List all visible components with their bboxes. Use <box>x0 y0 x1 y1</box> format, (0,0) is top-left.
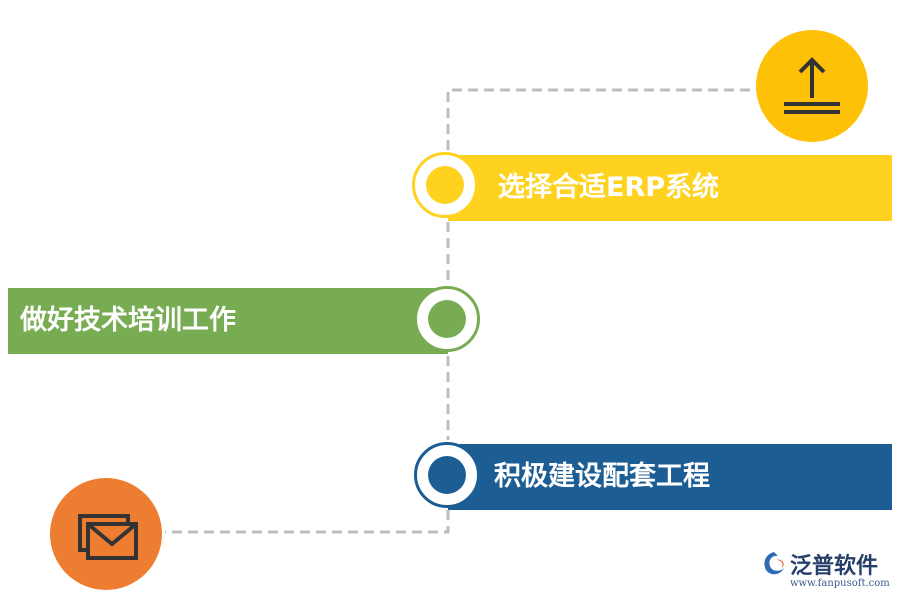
step-bar-select-erp <box>448 155 892 221</box>
step-node-supporting <box>414 442 480 508</box>
step-bar-supporting <box>448 444 892 510</box>
brand-logo: 泛普软件 www.fanpusoft.com <box>760 548 890 594</box>
connector-bottom <box>165 510 450 534</box>
upload-icon <box>784 57 840 114</box>
brand-name: 泛普软件 <box>790 554 879 579</box>
step-bar-training <box>8 288 448 354</box>
brand-url: www.fanpusoft.com <box>790 578 890 589</box>
step-label-supporting: 积极建设配套工程 <box>494 461 710 492</box>
mail-icon <box>78 514 138 560</box>
brand-logo-icon <box>764 552 784 575</box>
step-node-training <box>414 286 480 352</box>
step-label-training: 做好技术培训工作 <box>20 305 236 336</box>
step-node-select-erp <box>412 152 478 218</box>
connector-top <box>446 88 758 150</box>
step-label-select-erp: 选择合适ERP系统 <box>498 172 720 203</box>
mail-circle <box>50 478 162 590</box>
upload-circle <box>756 30 868 142</box>
